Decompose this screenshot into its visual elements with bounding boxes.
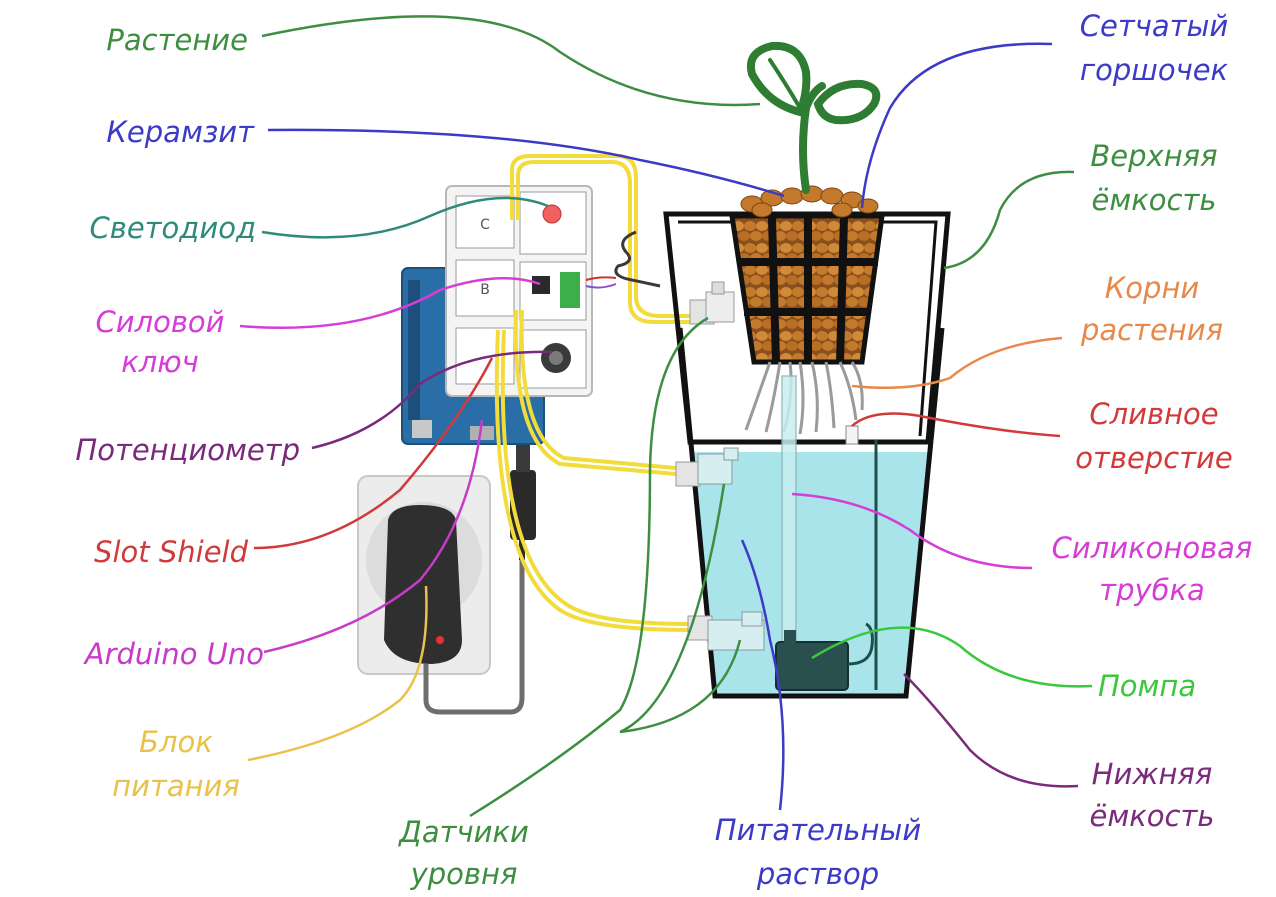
slot-c-label: C: [480, 217, 490, 233]
label-roots-1: Корни: [1105, 271, 1200, 305]
silicone-tube: [782, 376, 796, 660]
label-power-switch-2: ключ: [121, 345, 199, 379]
label-potentiometer: Потенциометр: [75, 433, 300, 467]
pump: [776, 642, 848, 690]
adapter-led: [436, 636, 444, 644]
level-sensor-top: [690, 282, 734, 324]
power-adapter: [384, 505, 462, 664]
hydroponic-system: [616, 186, 948, 696]
label-slot-shield: Slot Shield: [94, 535, 249, 569]
label-drain-2: отверстие: [1075, 441, 1233, 475]
label-level-sensors-2: уровня: [410, 857, 518, 891]
label-silicone-1: Силиконовая: [1052, 531, 1253, 565]
plant-leaf-right: [818, 84, 876, 120]
label-mesh-pot-1: Сетчатый: [1080, 9, 1229, 43]
label-psu-2: питания: [112, 769, 240, 803]
leader-lower-tank: [904, 674, 1078, 786]
plant: [751, 46, 876, 190]
label-upper-tank-2: ёмкость: [1092, 183, 1217, 217]
label-plant: Растение: [106, 23, 248, 57]
label-power-switch-1: Силовой: [95, 305, 224, 339]
label-lower-tank-1: Нижняя: [1092, 757, 1213, 791]
electronics: C B: [402, 186, 616, 444]
leader-roots: [852, 338, 1062, 388]
label-pump: Помпа: [1098, 669, 1196, 703]
leader-lines: [240, 16, 1092, 816]
label-upper-tank-1: Верхняя: [1090, 139, 1217, 173]
label-keramzit: Керамзит: [106, 115, 255, 149]
slot-b-label: B: [480, 282, 490, 298]
level-sensor-middle: [676, 448, 738, 486]
drain-hole: [846, 426, 858, 444]
label-level-sensors-1: Датчики: [397, 815, 529, 849]
label-arduino: Arduino Uno: [83, 637, 264, 671]
label-psu-1: Блок: [139, 725, 213, 759]
label-nutrient-2: раствор: [756, 857, 879, 891]
label-mesh-pot-2: горшочек: [1080, 53, 1229, 87]
label-silicone-2: трубка: [1099, 573, 1205, 607]
label-drain-1: Сливное: [1089, 397, 1218, 431]
plant-roots: [746, 362, 862, 434]
label-nutrient-1: Питательный: [715, 813, 921, 847]
leader-plant: [262, 16, 760, 105]
label-led: Светодиод: [89, 211, 256, 245]
label-lower-tank-2: ёмкость: [1090, 799, 1215, 833]
led-light: [543, 205, 561, 223]
leader-drain: [852, 414, 1060, 436]
label-roots-2: растения: [1080, 313, 1223, 347]
leader-upper-tank: [944, 172, 1074, 268]
